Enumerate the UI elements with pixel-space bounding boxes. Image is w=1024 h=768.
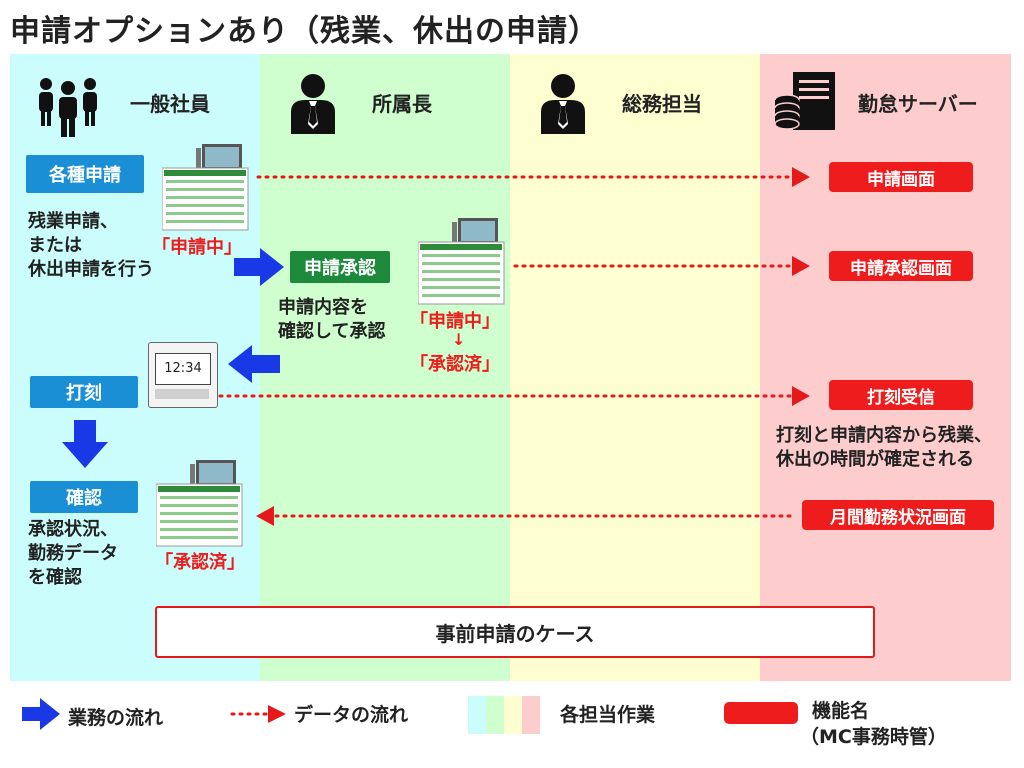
legend-swatch-pink <box>522 696 540 734</box>
work-arrow-right <box>234 248 284 286</box>
legend-function-swatch <box>724 702 798 724</box>
legend-work-arrow <box>22 698 60 730</box>
legend-swatch-cyan <box>468 696 486 734</box>
step-confirm-label: 確認 <box>30 481 138 513</box>
legend-data-flow: データの流れ <box>294 704 409 726</box>
manager-desc-1: 申請内容を <box>278 297 368 318</box>
step-punch-label: 打刻 <box>30 376 138 408</box>
lane-label-general-affairs: 総務担当 <box>622 92 702 116</box>
arrowhead <box>792 386 810 406</box>
employees-icon <box>39 78 97 137</box>
time-clock-terminal: 12:34 <box>148 342 218 408</box>
step-confirm-desc-1: 承認状況、 <box>28 519 118 540</box>
manager-desc-2: 確認して承認 <box>278 321 386 342</box>
legend-function-name-1: 機能名 <box>812 700 870 722</box>
lane-manager <box>260 54 510 681</box>
arrowhead <box>268 705 286 723</box>
status-approved-employee: 「承認済」 <box>155 552 245 573</box>
work-arrow-left <box>228 345 280 383</box>
time-clock-display: 12:34 <box>155 353 211 385</box>
step-confirm-desc-3: を確認 <box>28 567 82 588</box>
step-apply-label: 各種申請 <box>26 155 144 193</box>
page-title: 申請オプションあり（残業、休出の申請） <box>10 14 599 49</box>
legend-tasks: 各担当作業 <box>560 704 656 726</box>
status-pending-employee: 「申請中」 <box>152 237 242 258</box>
server-icon <box>774 72 835 130</box>
lane-label-server: 勤怠サーバー <box>858 92 978 116</box>
arrowhead <box>792 167 810 187</box>
screen-application: 申請画面 <box>829 162 973 192</box>
case-label: 事前申請のケース <box>155 606 875 658</box>
step-apply-desc-1: 残業申請、 <box>28 211 118 232</box>
manager-status-from: 「申請中」 <box>410 311 500 332</box>
legend-work-flow: 業務の流れ <box>68 707 164 729</box>
step-apply-desc-3: 休出申請を行う <box>28 259 154 280</box>
legend-swatch-yellow <box>504 696 522 734</box>
screen-monthly-status: 月間勤務状況画面 <box>802 500 994 530</box>
pc-screen-icon <box>418 218 505 305</box>
server-desc-1: 打刻と申請内容から残業、 <box>776 425 992 446</box>
pc-screen-icon <box>156 460 243 547</box>
staff-icon <box>541 74 585 134</box>
step-apply-desc-2: または <box>28 235 82 256</box>
work-arrow-down <box>62 420 108 468</box>
pc-screen-icon <box>162 144 249 231</box>
lane-label-employee: 一般社員 <box>130 92 210 116</box>
arrowhead <box>792 256 810 276</box>
lane-attendance-server <box>760 54 1011 681</box>
screen-punch-receive: 打刻受信 <box>829 380 973 410</box>
lane-label-manager: 所属長 <box>372 92 432 116</box>
manager-icon <box>291 74 335 134</box>
manager-status-arrow: ↓ <box>452 330 466 349</box>
legend-swatch-green <box>486 696 504 734</box>
step-confirm-desc-2: 勤務データ <box>28 543 118 564</box>
lane-general-affairs <box>510 54 760 681</box>
server-desc-2: 休出の時間が確定される <box>776 449 974 470</box>
screen-approval: 申請承認画面 <box>829 251 973 281</box>
arrowhead <box>256 506 274 526</box>
manager-status-to: 「承認済」 <box>410 354 500 375</box>
manager-approve-label: 申請承認 <box>290 251 390 283</box>
legend-function-name-2: （MC事務時管） <box>800 726 947 748</box>
